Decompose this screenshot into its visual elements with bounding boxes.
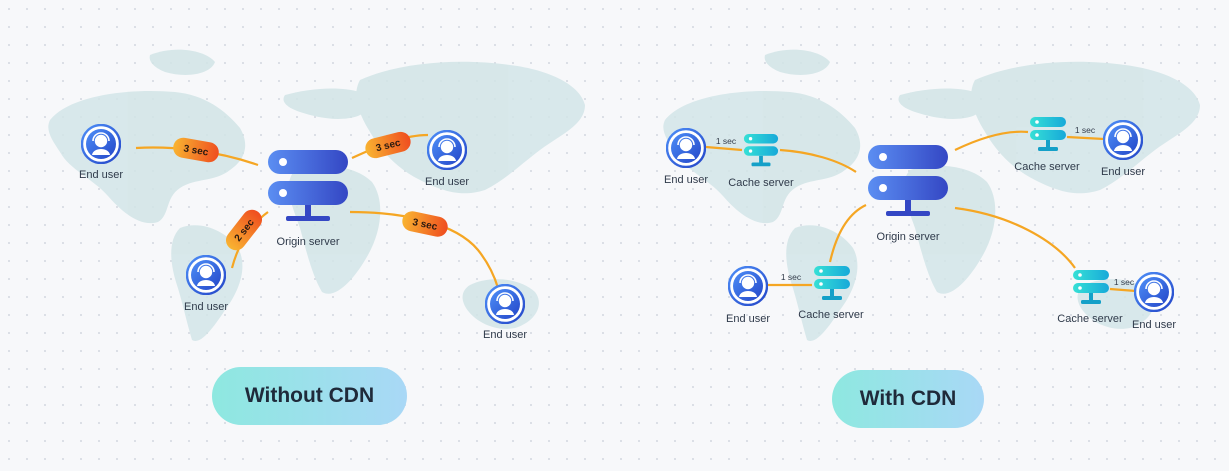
- user-icon: [1103, 120, 1143, 160]
- user-icon: [485, 284, 525, 324]
- end-user-au: End user: [483, 284, 527, 341]
- latency-label-au: 1 sec: [1114, 277, 1135, 287]
- end-user-label: End user: [664, 174, 708, 186]
- latency-pill-eu: 3 sec: [365, 131, 411, 159]
- link-user-cache-au: [1109, 287, 1137, 293]
- link-origin-au: [349, 210, 500, 289]
- user-icon: [81, 124, 121, 164]
- end-user-na: End user: [79, 124, 123, 181]
- cache-server-label: Cache server: [1014, 161, 1080, 173]
- user-icon: [666, 128, 706, 168]
- svg-text:3 sec: 3 sec: [183, 143, 210, 158]
- end-user-label: End user: [483, 329, 527, 341]
- end-user-sa: End user: [184, 255, 228, 313]
- link-user-cache-eu: [1066, 135, 1105, 141]
- right-links: [705, 130, 1137, 293]
- end-user-label: End user: [1132, 319, 1176, 331]
- end-user-au-right: End user: [1132, 272, 1176, 331]
- cache-server-label: Cache server: [728, 177, 794, 189]
- end-user-eu: End user: [425, 130, 469, 188]
- latency-label-sa: 1 sec: [781, 272, 802, 282]
- cache-server-sa: Cache server: [798, 266, 864, 321]
- cache-server-na: Cache server: [728, 133, 794, 189]
- latency-pill-na: 3 sec: [173, 137, 219, 163]
- end-user-eu-right: End user: [1101, 120, 1145, 178]
- user-icon: [186, 255, 226, 295]
- link-origin-cache-eu: [954, 130, 1029, 151]
- link-origin-cache-sa: [828, 204, 867, 263]
- cache-server-eu: Cache server: [1014, 117, 1080, 173]
- end-user-label: End user: [726, 313, 770, 325]
- latency-pill-sa: 2 sec: [225, 209, 263, 251]
- latency-label-na: 1 sec: [716, 136, 737, 146]
- user-icon: [427, 130, 467, 170]
- svg-text:3 sec: 3 sec: [411, 217, 438, 233]
- without-cdn-button[interactable]: Without CDN: [212, 367, 407, 425]
- end-user-label: End user: [79, 169, 123, 181]
- end-user-sa-right: End user: [726, 266, 770, 325]
- origin-server-right: Origin server: [868, 145, 948, 243]
- latency-label-eu: 1 sec: [1075, 125, 1096, 135]
- end-user-label: End user: [184, 301, 228, 313]
- latency-pill-au: 3 sec: [402, 211, 448, 237]
- link-origin-cache-au: [954, 206, 1076, 269]
- end-user-label: End user: [1101, 166, 1145, 178]
- cache-server-label: Cache server: [798, 309, 864, 321]
- origin-server-label: Origin server: [877, 231, 940, 243]
- link-user-cache-na: [705, 145, 743, 152]
- end-user-na-right: End user: [664, 128, 708, 186]
- origin-server-label: Origin server: [277, 236, 340, 248]
- user-icon: [1134, 272, 1174, 312]
- cache-server-label: Cache server: [1057, 313, 1123, 325]
- cache-server-au: Cache server: [1057, 270, 1123, 325]
- user-icon: [728, 266, 768, 306]
- origin-server-left: Origin server: [268, 150, 348, 248]
- link-origin-cache-na: [779, 148, 857, 173]
- end-user-label: End user: [425, 176, 469, 188]
- with-cdn-button[interactable]: With CDN: [832, 370, 984, 428]
